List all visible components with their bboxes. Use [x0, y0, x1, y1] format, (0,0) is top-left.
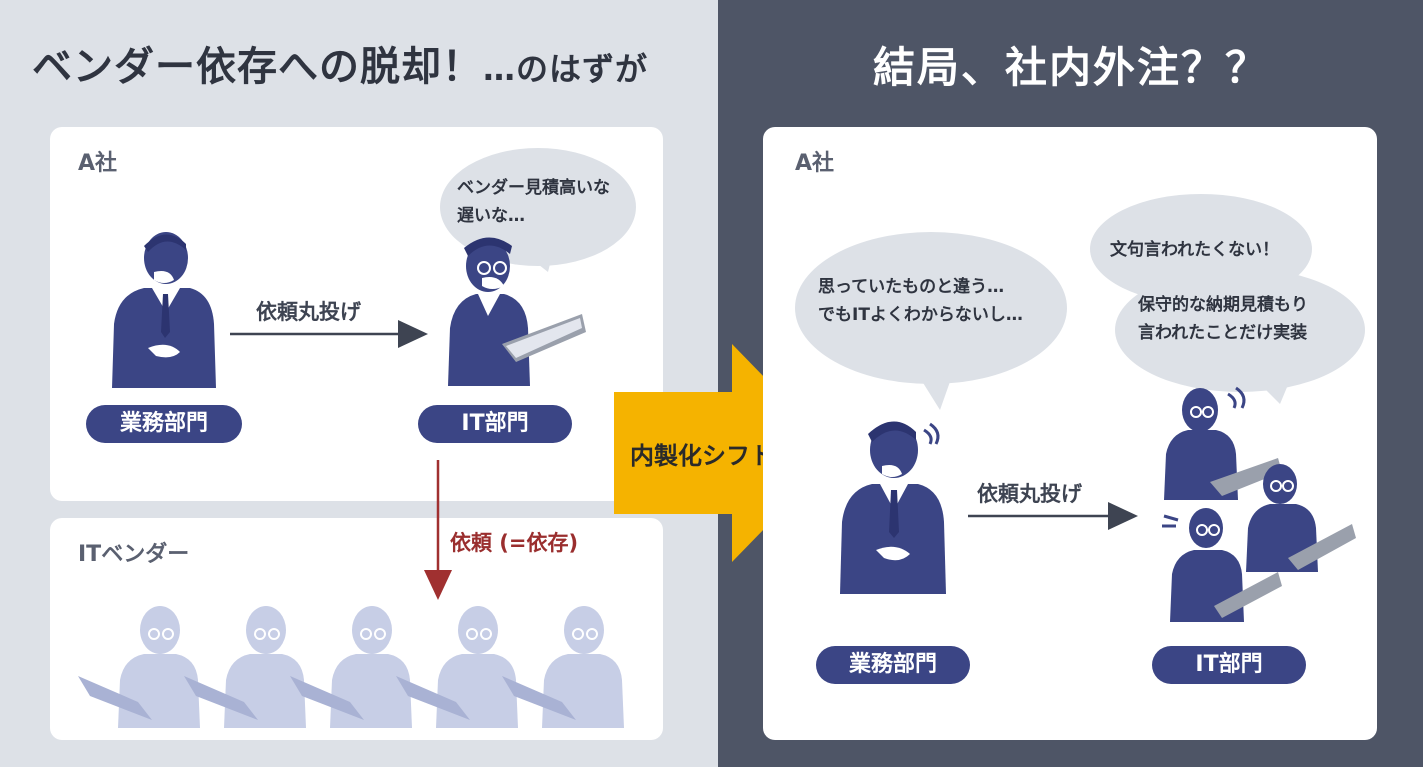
it-bubble-line-1: ベンダー見積高いな — [457, 178, 610, 198]
it-person-tablet-icon — [1246, 464, 1356, 572]
vendor-label: ITベンダー — [78, 542, 190, 567]
shift-label: 内製化シフト — [630, 442, 774, 470]
business-bubble-tail — [920, 376, 952, 410]
vendor-person-icon — [78, 606, 200, 728]
left-title: ベンダー依存への脱却！…のはずが — [32, 34, 648, 92]
vendor-person-icon — [184, 606, 306, 728]
business-bubble-line-1: 思っていたものと違う… — [818, 277, 1005, 297]
request-arrow-right — [968, 502, 1138, 530]
it-bubble-line-top: 文句言われたくない！ — [1110, 240, 1280, 260]
left-title-sub: …のはずが — [483, 50, 649, 88]
it-bubble-text-right: 保守的な納期見積もり 言われたことだけ実装 — [1138, 291, 1308, 347]
it-bubble-right-line-2: 言われたことだけ実装 — [1138, 323, 1308, 343]
vendor-person-icon — [290, 606, 412, 728]
right-title: 結局、社内外注？？ — [873, 43, 1270, 92]
it-bubble-text-left: ベンダー見積高いな 遅いな… — [457, 174, 610, 230]
business-person-icon — [112, 232, 216, 388]
it-person-confused-icon — [1164, 386, 1282, 500]
it-bubble-tail-right — [1262, 380, 1290, 404]
vendor-people-group — [78, 606, 624, 728]
it-dept-pill-right: IT部門 — [1152, 646, 1306, 684]
it-bubble-right-line-1: 保守的な納期見積もり — [1138, 295, 1308, 315]
company-label-right: A社 — [795, 151, 835, 176]
it-dept-pill-left: IT部門 — [418, 405, 572, 443]
request-arrow-left — [230, 320, 428, 348]
request-arrow-label-left: 依頼丸投げ — [256, 300, 361, 324]
it-bubble-tail-left — [520, 248, 554, 272]
business-dept-pill-left: 業務部門 — [86, 405, 242, 443]
it-bubble-line-2: 遅いな… — [457, 206, 525, 226]
vendor-person-icon — [396, 606, 518, 728]
business-bubble-right — [795, 232, 1067, 384]
it-person-icon — [448, 237, 586, 386]
it-person-stressed-icon — [1162, 508, 1282, 622]
it-bubble-right-bottom — [1115, 268, 1365, 392]
business-bubble-text: 思っていたものと違う… でもITよくわからないし… — [818, 273, 1023, 329]
vendor-person-icon — [502, 606, 624, 728]
business-person-right-icon — [840, 421, 946, 594]
business-dept-pill-right: 業務部門 — [816, 646, 970, 684]
dependency-arrow — [424, 460, 452, 600]
business-bubble-line-2: でもITよくわからないし… — [818, 305, 1023, 325]
dependency-label: 依頼 (=依存) — [450, 531, 579, 555]
company-label-left: A社 — [78, 151, 118, 176]
request-arrow-label-right: 依頼丸投げ — [977, 482, 1082, 506]
it-people-group — [1162, 386, 1356, 622]
left-title-main: ベンダー依存への脱却！ — [32, 44, 483, 90]
